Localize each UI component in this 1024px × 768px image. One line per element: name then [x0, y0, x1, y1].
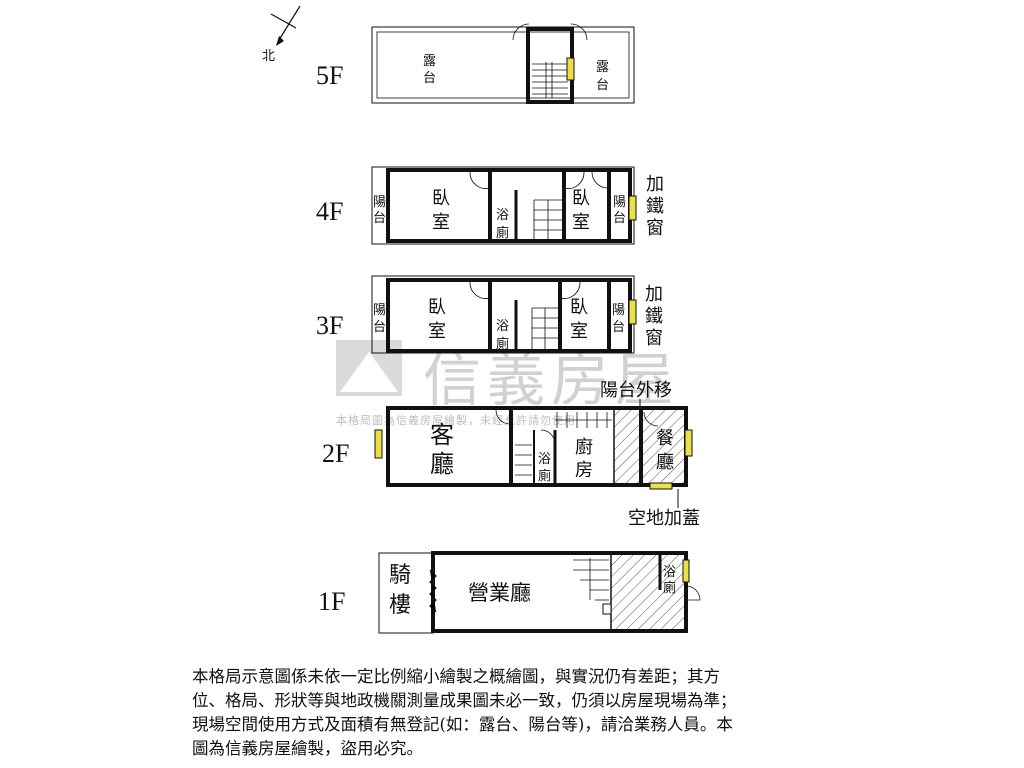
room-bedroom-right-2: 室 — [572, 212, 590, 233]
note-iron-window-3: 窗 — [645, 328, 663, 349]
north-compass: 北 — [262, 5, 301, 64]
room-bedroom-left-1: 臥 — [428, 297, 446, 318]
room-business-hall: 營業廳 — [468, 581, 531, 605]
footnote-line: 位、格局、形狀等與地政機關測量成果圖未必一致，仍須以房屋現場為準； — [192, 691, 737, 710]
room-bath-1: 浴 — [496, 208, 509, 223]
room-dining-2: 廳 — [656, 452, 674, 473]
room-bedroom-right-1: 臥 — [572, 188, 590, 209]
footnote-line: 本格局示意圖係未依一定比例縮小繪製之概繪圖，與實況仍有差距；其方 — [192, 667, 720, 686]
window-icon — [682, 559, 690, 583]
floor-5f: 5F 露 台 露 台 — [316, 23, 635, 104]
disclaimer-footnote: 本格局示意圖係未依一定比例縮小繪製之概繪圖，與實況仍有差距；其方 位、格局、形狀… — [192, 665, 852, 761]
note-open-space-addition: 空地加蓋 — [628, 508, 700, 529]
floor-label-3f: 3F — [316, 311, 343, 340]
room-terrace-left-1: 露 — [423, 54, 436, 69]
north-label: 北 — [262, 49, 275, 64]
floor-label-5f: 5F — [316, 61, 343, 90]
room-balcony-left-2: 台 — [373, 211, 386, 226]
window-icon — [684, 429, 693, 457]
room-bedroom-left-2: 室 — [428, 321, 446, 342]
floor-2f: 2F 陽台外移 客 廳 浴 廁 廚 房 餐 廳 空地加蓋 — [322, 380, 700, 529]
room-terrace-right-1: 露 — [596, 60, 609, 75]
room-balcony-right-2: 台 — [612, 320, 625, 335]
room-arcade-1: 騎 — [389, 563, 411, 588]
room-bedroom-left-2: 室 — [432, 212, 450, 233]
note-iron-window-2: 鐵 — [646, 196, 664, 217]
room-bath-2: 廁 — [496, 336, 509, 352]
note-iron-window-2: 鐵 — [645, 306, 663, 327]
footnote-line: 圖為信義房屋繪製，盜用必究。 — [192, 739, 423, 758]
floor-label-2f: 2F — [322, 439, 349, 468]
note-balcony-moved: 陽台外移 — [600, 380, 672, 401]
footnote-line: 現場空間使用方式及面積有無登記(如：露台、陽台等)，請洽業務人員。本 — [192, 715, 733, 734]
floor-4f: 4F 陽 台 臥 室 浴 廁 臥 室 陽 台 加 鐵 窗 — [316, 166, 664, 245]
room-living-2: 廳 — [430, 450, 454, 478]
floor-label-1f: 1F — [318, 587, 345, 616]
room-balcony-right-1: 陽 — [613, 195, 626, 210]
window-icon — [566, 57, 575, 81]
floor-plan: 北 5F 露 台 露 台 4F — [262, 5, 701, 634]
window-icon — [628, 299, 637, 325]
room-bath-2: 廁 — [496, 225, 509, 241]
watermark-subtext: 本格局圖為信義房屋繪製，未經允許請勿使用 — [336, 414, 576, 427]
floor-1f: 1F 騎 樓 營業廳 浴 廁 — [318, 551, 701, 634]
window-icon — [649, 482, 673, 490]
floor-3f: 3F 陽 台 臥 室 浴 廁 臥 室 陽 台 加 鐵 窗 — [316, 275, 663, 354]
room-bath-1: 浴 — [496, 319, 509, 334]
window-icon — [628, 195, 637, 221]
room-bedroom-right-1: 臥 — [570, 297, 588, 318]
room-dining-1: 餐 — [656, 428, 674, 449]
room-kitchen-1: 廚 — [575, 436, 593, 458]
room-balcony-left-1: 陽 — [373, 195, 386, 210]
room-arcade-2: 樓 — [389, 593, 411, 618]
room-balcony-left-2: 台 — [373, 320, 386, 335]
room-bath-2: 廁 — [538, 468, 551, 484]
floor-label-4f: 4F — [316, 197, 343, 226]
room-bath-2: 廁 — [663, 580, 676, 596]
window-icon — [374, 429, 383, 459]
room-kitchen-2: 房 — [575, 460, 593, 481]
note-iron-window-1: 加 — [646, 174, 664, 195]
watermark-logo — [336, 340, 402, 396]
room-terrace-right-2: 台 — [596, 78, 609, 93]
room-living-1: 客 — [430, 421, 454, 449]
room-balcony-left-1: 陽 — [373, 303, 386, 318]
room-bedroom-right-2: 室 — [570, 321, 588, 342]
room-bath-1: 浴 — [538, 452, 551, 467]
room-bedroom-left-1: 臥 — [432, 188, 450, 209]
note-iron-window-3: 窗 — [646, 218, 664, 239]
room-terrace-left-2: 台 — [423, 71, 436, 86]
watermark-brand: 信義房屋 — [423, 346, 680, 414]
room-balcony-right-2: 台 — [613, 211, 626, 226]
room-balcony-right-1: 陽 — [612, 303, 625, 318]
room-bath-1: 浴 — [663, 565, 676, 580]
note-iron-window-1: 加 — [645, 284, 663, 305]
